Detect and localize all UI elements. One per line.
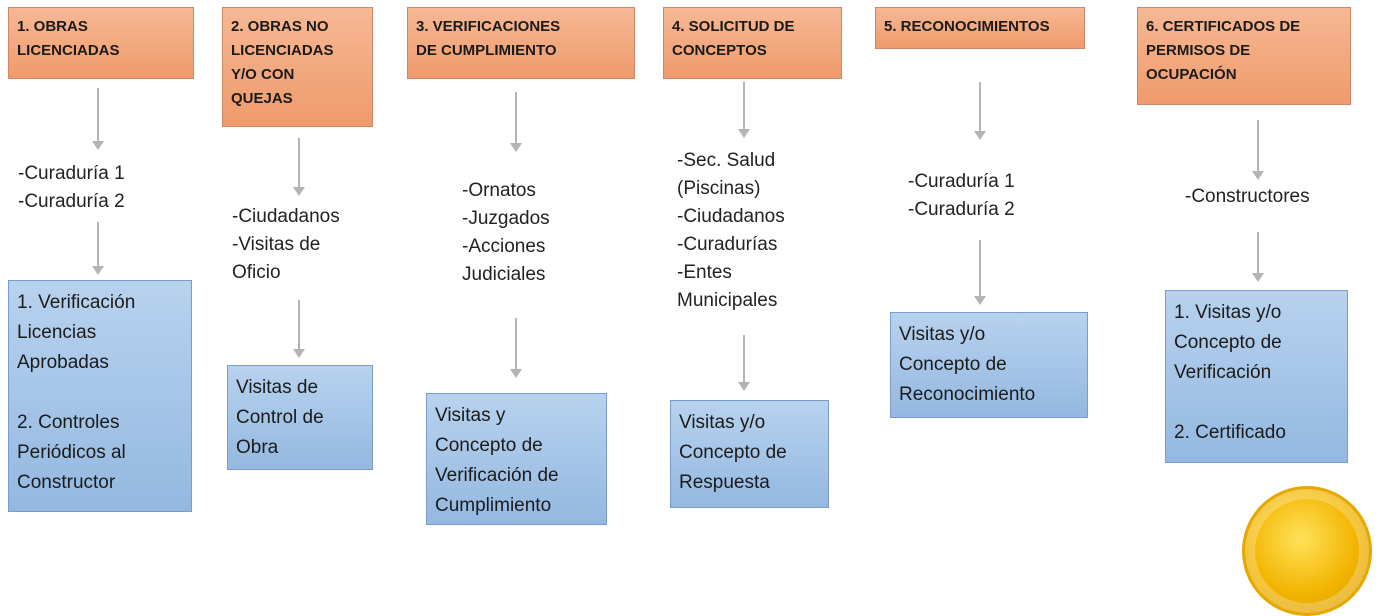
header-verificaciones: 3. VERIFICACIONES DE CUMPLIMIENTO xyxy=(407,7,635,79)
header-certificados: 6. CERTIFICADOS DE PERMISOS DE OCUPACIÓN xyxy=(1137,7,1351,105)
result-reconocimientos: Visitas y/o Concepto de Reconocimiento xyxy=(890,312,1088,418)
result-certificados: 1. Visitas y/o Concepto de Verificación … xyxy=(1165,290,1348,463)
arrow-down xyxy=(293,138,305,196)
arrow-down xyxy=(510,318,522,378)
header-solicitud-conceptos: 4. SOLICITUD DE CONCEPTOS xyxy=(663,7,842,79)
arrow-down xyxy=(738,335,750,391)
sources-reconocimientos: -Curaduría 1 -Curaduría 2 xyxy=(908,171,1015,220)
arrow-down xyxy=(1252,120,1264,180)
header-reconocimientos: 5. RECONOCIMIENTOS xyxy=(875,7,1085,49)
sources-verificaciones: -Ornatos -Juzgados -Acciones Judiciales xyxy=(462,180,550,285)
arrow-down xyxy=(738,82,750,138)
result-obras-no-licenciadas: Visitas de Control de Obra xyxy=(227,365,373,470)
sources-solicitud-conceptos: -Sec. Salud (Piscinas) -Ciudadanos -Cura… xyxy=(677,150,785,311)
header-obras-no-licenciadas: 2. OBRAS NO LICENCIADAS Y/O CON QUEJAS xyxy=(222,7,373,127)
header-obras-licenciadas: 1. OBRAS LICENCIADAS xyxy=(8,7,194,79)
result-obras-licenciadas: 1. Verificación Licencias Aprobadas 2. C… xyxy=(8,280,192,512)
sources-obras-no-licenciadas: -Ciudadanos -Visitas de Oficio xyxy=(232,206,340,283)
result-solicitud-conceptos: Visitas y/o Concepto de Respuesta xyxy=(670,400,829,508)
arrow-down xyxy=(1252,232,1264,282)
arrow-down xyxy=(293,300,305,358)
arrow-down xyxy=(974,82,986,140)
arrow-down xyxy=(974,240,986,305)
result-verificaciones: Visitas y Concepto de Verificación de Cu… xyxy=(426,393,607,525)
arrow-down xyxy=(92,222,104,275)
seal-logo-icon xyxy=(1242,486,1372,616)
arrow-down xyxy=(92,88,104,150)
sources-certificados: -Constructores xyxy=(1185,186,1310,207)
sources-obras-licenciadas: -Curaduría 1 -Curaduría 2 xyxy=(18,163,125,212)
arrow-down xyxy=(510,92,522,152)
